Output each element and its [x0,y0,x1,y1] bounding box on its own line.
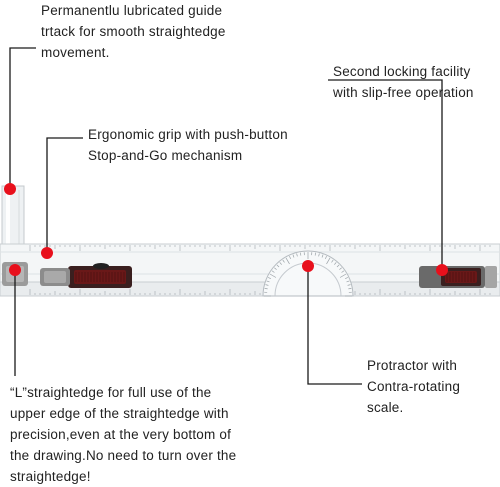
callout-line: Permanentlu lubricated guide [41,0,226,21]
leader-guide-track [10,48,36,188]
marker-l-straightedge [9,264,21,276]
callout-line: Protractor with [367,355,460,376]
callout-line: Contra-rotating [367,376,460,397]
callout-second-lock: Second locking facility with slip-free o… [333,61,474,103]
marker-second-lock [436,264,448,276]
callout-line: Second locking facility [333,61,474,82]
leader-grip [47,138,83,252]
second-locking-facility [419,266,497,288]
leader-second-lock [328,80,442,270]
callout-line: the drawing.No need to turn over the [10,445,236,466]
callout-guide-track: Permanentlu lubricated guide trtack for … [41,0,226,63]
callout-line: scale. [367,397,460,418]
callout-line: movement. [41,42,226,63]
callout-line: “L”straightedge for full use of the [10,382,236,403]
marker-grip [41,247,53,259]
callout-line: upper edge of the straightedge with [10,403,236,424]
callout-line: trtack for smooth straightedge [41,21,226,42]
callout-line: Ergonomic grip with push-button [88,124,288,145]
callout-l-straightedge: “L”straightedge for full use of the uppe… [10,382,236,487]
marker-guide-track [4,183,16,195]
callout-line: Stop-and-Go mechanism [88,145,288,166]
callout-line: precision,even at the very bottom of [10,424,236,445]
marker-protractor [302,260,314,272]
callout-line: with slip-free operation [333,82,474,103]
callout-grip: Ergonomic grip with push-button Stop-and… [88,124,288,166]
callout-protractor: Protractor with Contra-rotating scale. [367,355,460,418]
callout-line: straightedge! [10,466,236,487]
